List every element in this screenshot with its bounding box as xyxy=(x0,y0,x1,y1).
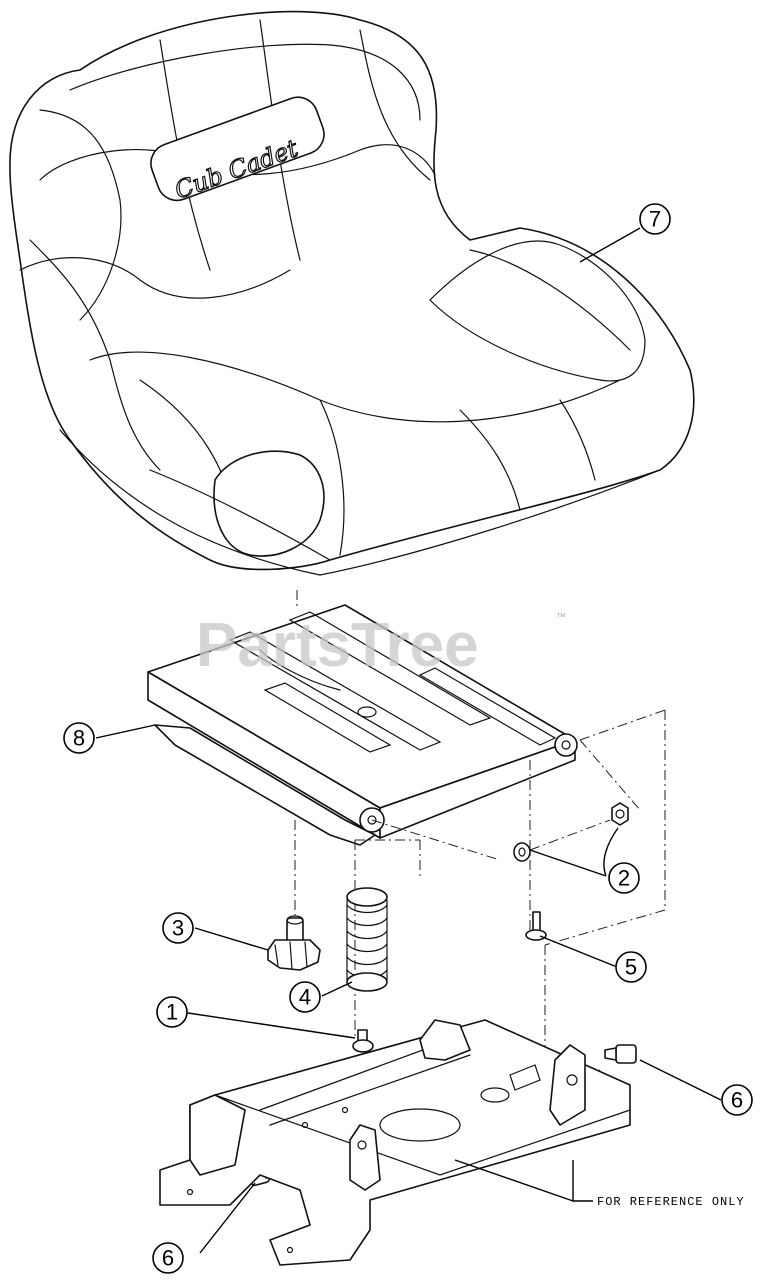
base-bracket-reference xyxy=(159,1019,631,1266)
watermark-text: PartsTree xyxy=(196,611,479,680)
callout-6-left[interactable]: 6 xyxy=(152,1242,184,1274)
callout-2[interactable]: 2 xyxy=(608,862,640,894)
callout-1[interactable]: 1 xyxy=(156,996,188,1028)
pivot-pin-part-5[interactable] xyxy=(525,911,547,941)
partstree-watermark: PartsTree ™ xyxy=(196,611,566,680)
hex-nut-part-2[interactable] xyxy=(513,802,629,862)
shoulder-bolt-part-1[interactable] xyxy=(352,1029,374,1053)
callout-number: 8 xyxy=(73,726,85,751)
callout-4[interactable]: 4 xyxy=(289,981,321,1013)
shoulder-bolt-right-part-6[interactable] xyxy=(604,1044,637,1064)
callout-number: 5 xyxy=(625,955,637,980)
callout-number: 6 xyxy=(162,1246,174,1271)
callout-number: 6 xyxy=(731,1088,743,1113)
adjustment-knob-part-3[interactable] xyxy=(267,915,321,971)
watermark-trademark: ™ xyxy=(556,612,566,623)
seat-part-7[interactable]: Cub Cadet xyxy=(9,10,695,576)
callout-5[interactable]: 5 xyxy=(615,951,647,983)
reference-only-note: FOR REFERENCE ONLY xyxy=(597,1195,745,1209)
callout-number: 3 xyxy=(172,916,184,941)
compression-spring-part-4[interactable] xyxy=(346,887,388,992)
leader-lines xyxy=(95,227,722,1254)
callout-number: 2 xyxy=(618,866,630,891)
callout-8[interactable]: 8 xyxy=(63,722,95,754)
callout-7[interactable]: 7 xyxy=(639,203,671,235)
callout-6-right[interactable]: 6 xyxy=(721,1084,753,1116)
callout-3[interactable]: 3 xyxy=(162,912,194,944)
callout-number: 7 xyxy=(649,207,661,232)
callout-number: 1 xyxy=(166,1000,178,1025)
callout-number: 4 xyxy=(299,985,311,1010)
